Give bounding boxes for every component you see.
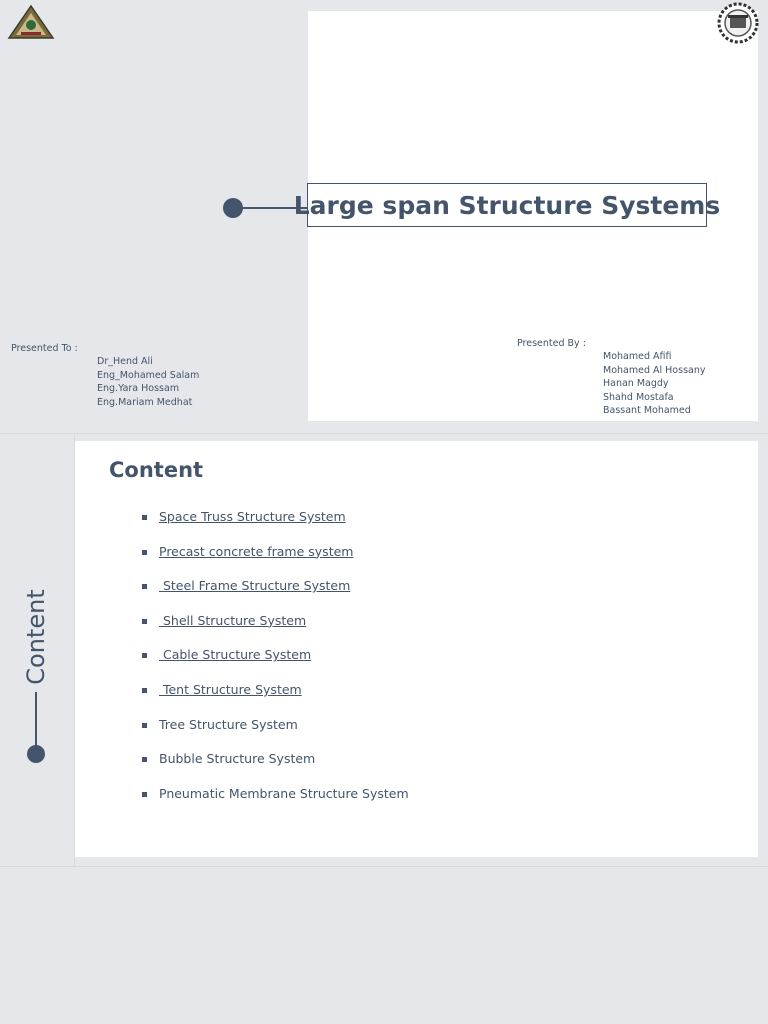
content-item: Steel Frame Structure System (142, 578, 409, 613)
content-link-steel-frame[interactable]: Steel Frame Structure System (159, 578, 351, 594)
title-connector-line (240, 207, 308, 209)
content-item-pneumatic: Pneumatic Membrane Structure System (159, 785, 409, 801)
content-item-bubble: Bubble Structure System (159, 751, 316, 767)
content-item-tree: Tree Structure System (159, 716, 298, 732)
content-item: Shell Structure System (142, 613, 409, 648)
bullet-icon (142, 757, 147, 763)
title-connector-dot (223, 198, 243, 218)
content-item: Space Truss Structure System (142, 509, 409, 544)
content-heading: Content (109, 458, 204, 482)
content-link-cable[interactable]: Cable Structure System (159, 647, 312, 663)
presented-by-label: Presented By : (517, 338, 586, 349)
bullet-icon (142, 549, 147, 555)
presented-by-list: Mohamed Afifi Mohamed Al Hossany Hanan M… (603, 350, 705, 418)
presented-by-name: Shahd Mostafa (603, 391, 674, 403)
side-connector-line (35, 692, 37, 748)
content-list: Space Truss Structure System Precast con… (142, 509, 409, 820)
presented-by-name: Bassant Mohamed (603, 405, 691, 416)
content-link-space-truss[interactable]: Space Truss Structure System (159, 509, 346, 524)
content-item: Pneumatic Membrane Structure System (142, 786, 409, 821)
bullet-icon (142, 584, 147, 590)
content-item: Precast concrete frame system (142, 544, 409, 579)
bullet-icon (142, 791, 147, 797)
bullet-icon (142, 515, 147, 520)
presented-to-name: Eng_Mohamed Salam (97, 369, 200, 381)
faculty-seal-icon (717, 2, 759, 44)
presented-to-name: Eng.Mariam Medhat (97, 396, 193, 408)
content-item: Bubble Structure System (142, 751, 409, 786)
side-strip (0, 434, 75, 866)
bullet-icon (142, 653, 147, 659)
title-slide: Large span Structure Systems Presented T… (0, 0, 768, 432)
content-panel (75, 441, 758, 857)
presented-to-label: Presented To : (11, 343, 78, 354)
presented-to-name: Eng.Yara Hossam (97, 383, 180, 394)
presentation-title: Large span Structure Systems (294, 183, 720, 227)
presented-by-name: Hanan Magdy (603, 378, 669, 389)
presented-to-name: Dr_Hend Ali (97, 356, 153, 367)
university-logo-icon (7, 4, 55, 39)
content-item: Tree Structure System (142, 717, 409, 752)
presented-by-name: Mohamed Afifi (603, 351, 672, 362)
bullet-icon (142, 618, 147, 624)
presented-by-name: Mohamed Al Hossany (603, 364, 706, 376)
content-link-shell[interactable]: Shell Structure System (159, 612, 307, 628)
content-item: Tent Structure System (142, 682, 409, 717)
bullet-icon (142, 687, 147, 693)
content-link-precast-concrete[interactable]: Precast concrete frame system (159, 543, 354, 559)
side-connector-dot (27, 745, 45, 763)
content-item: Cable Structure System (142, 647, 409, 682)
content-link-tent[interactable]: Tent Structure System (159, 681, 302, 697)
bullet-icon (142, 722, 147, 728)
side-title: Content (22, 589, 50, 685)
presented-to-list: Dr_Hend Ali Eng_Mohamed Salam Eng.Yara H… (97, 355, 199, 409)
